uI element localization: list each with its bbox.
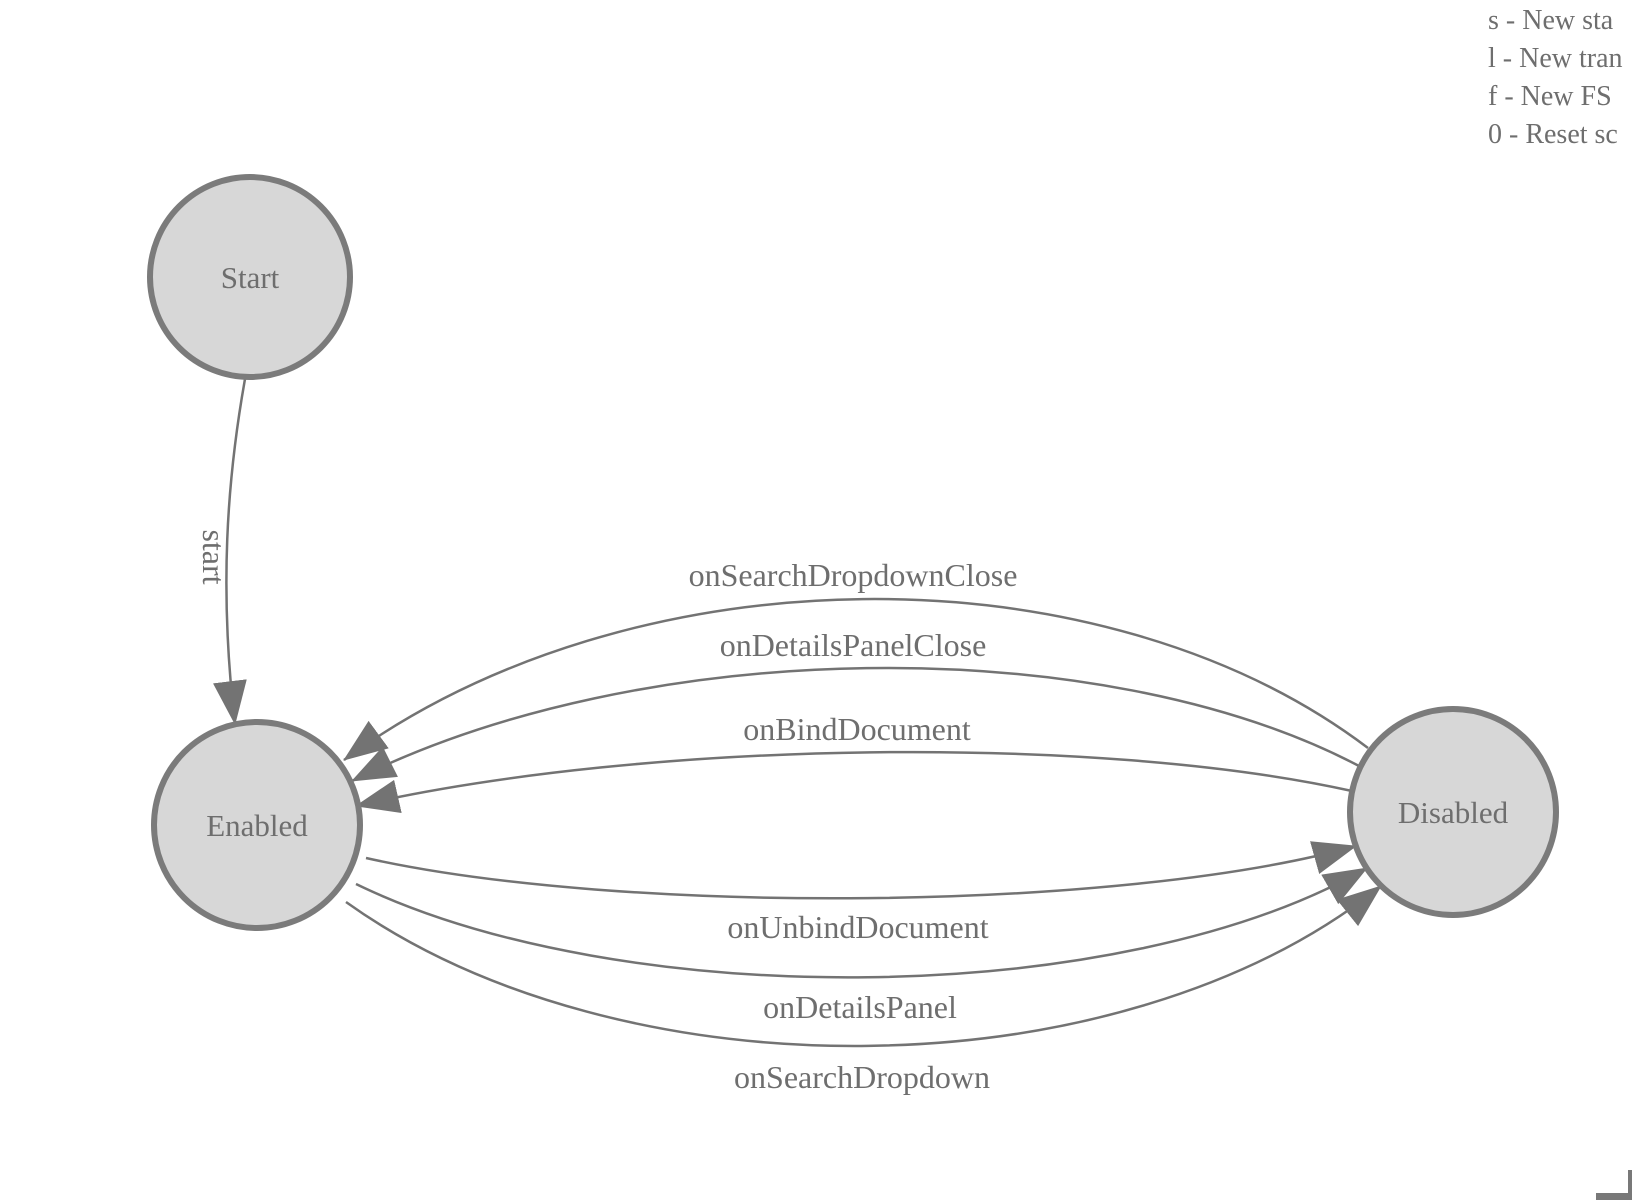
- state-node-start[interactable]: Start: [147, 174, 353, 380]
- state-circle-disabled[interactable]: [1347, 706, 1559, 918]
- edge-disabled-to-enabled-onBindDocument[interactable]: [355, 750, 1353, 814]
- shortcut-legend: s - New sta l - New tran f - New FS 0 - …: [1488, 2, 1623, 154]
- edge-label-onDetailsPanelClose: onDetailsPanelClose: [720, 627, 987, 663]
- shortcut-line-new-transition: l - New tran: [1488, 43, 1623, 74]
- edge-label-start: start: [196, 529, 232, 584]
- state-circle-start[interactable]: [147, 174, 353, 380]
- edge-start-to-enabled[interactable]: [213, 378, 247, 725]
- state-label-enabled: Enabled: [206, 808, 308, 843]
- edge-enabled-to-disabled-onUnbindDocument[interactable]: [365, 841, 1357, 900]
- edge-label-onDetailsPanel: onDetailsPanel: [763, 989, 957, 1025]
- edge-label-onSearchDropdownClose: onSearchDropdownClose: [689, 557, 1018, 593]
- edge-disabled-to-enabled-onDetailsPanelClose[interactable]: [351, 666, 1360, 783]
- shortcut-line-reset: 0 - Reset sc: [1488, 119, 1618, 150]
- state-circle-enabled[interactable]: [151, 719, 363, 931]
- edge-label-onUnbindDocument: onUnbindDocument: [727, 909, 988, 945]
- state-label-disabled: Disabled: [1398, 795, 1509, 830]
- shortcut-line-new-fsm: f - New FS: [1488, 81, 1612, 112]
- edge-enabled-to-disabled-onSearchDropdown[interactable]: [345, 885, 1382, 1048]
- edge-enabled-to-disabled-onDetailsPanel[interactable]: [355, 866, 1368, 979]
- shortcut-line-new-state: s - New sta: [1488, 5, 1614, 36]
- edge-disabled-to-enabled-onSearchDropdownClose[interactable]: [343, 597, 1369, 762]
- state-label-start: Start: [221, 260, 280, 295]
- edge-label-onBindDocument: onBindDocument: [743, 711, 971, 747]
- state-node-enabled[interactable]: Enabled: [151, 719, 363, 931]
- state-node-disabled[interactable]: Disabled: [1347, 706, 1559, 918]
- canvas-corner-handle: [1596, 1170, 1632, 1200]
- edge-label-onSearchDropdown: onSearchDropdown: [734, 1059, 990, 1095]
